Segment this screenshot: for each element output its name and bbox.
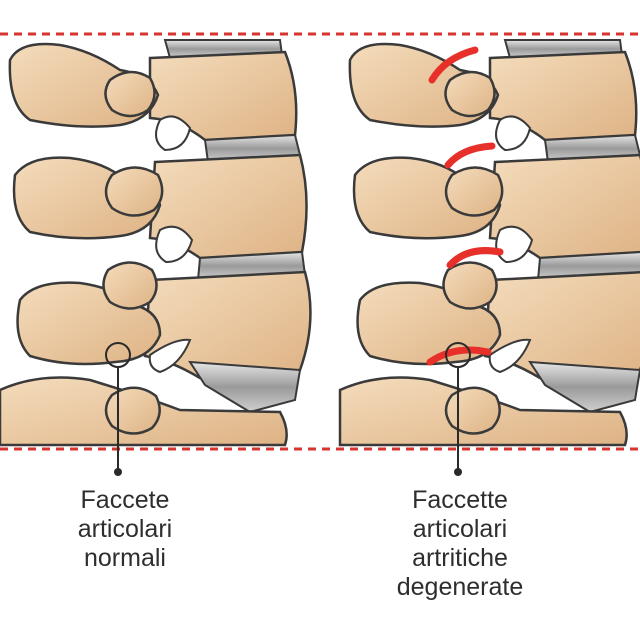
arthritic-label-line-3: artritiche bbox=[412, 544, 508, 572]
arthritic-label-line-2: articolari bbox=[412, 515, 508, 543]
normal-label-line-3: normali bbox=[84, 544, 166, 572]
normal-facets-label: Faccete articolari normali bbox=[50, 486, 200, 573]
arthritic-spine-illustration bbox=[338, 38, 640, 447]
inflamed-facet-3 bbox=[446, 247, 504, 269]
inflamed-facet-4 bbox=[426, 346, 492, 366]
normal-label-line-1: Faccete bbox=[80, 486, 170, 514]
inflamed-facet-1 bbox=[428, 46, 479, 84]
arthritic-leader-dot bbox=[454, 468, 462, 476]
inflamed-facet-2 bbox=[444, 142, 496, 169]
arthritic-label-line-1: Faccette bbox=[412, 486, 508, 514]
normal-spine-illustration bbox=[0, 38, 312, 447]
normal-leader-dot bbox=[114, 468, 122, 476]
arthritic-facets-label: Faccette articolari artritiche degenerat… bbox=[370, 486, 550, 602]
normal-label-line-2: articolari bbox=[77, 515, 173, 543]
arthritic-label-line-4: degenerate bbox=[396, 573, 524, 601]
